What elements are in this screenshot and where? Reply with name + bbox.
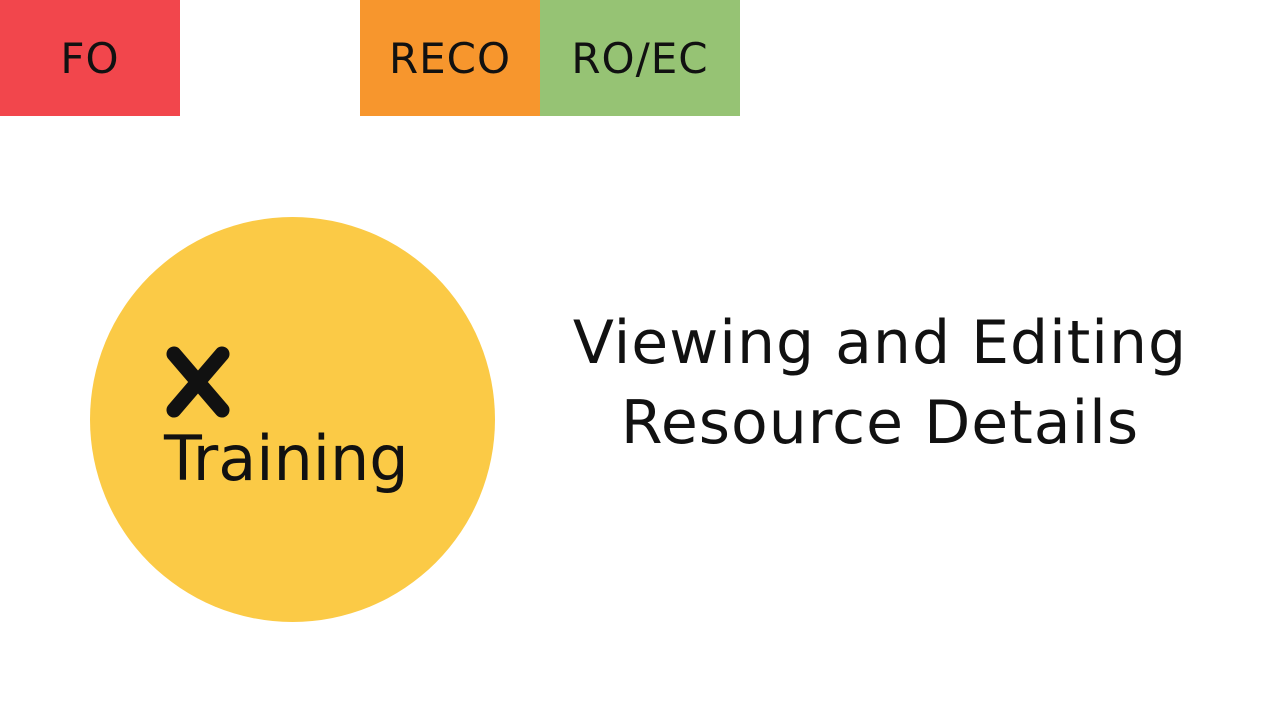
video-title-line-1: Viewing and Editing [572, 308, 1188, 378]
role-tag-roec-label: RO/EC [571, 33, 709, 83]
role-tag-reco: RECO [360, 0, 540, 116]
training-logo-circle [90, 217, 495, 622]
x-mark-icon [166, 346, 230, 418]
video-title: Viewing and Editing Resource Details [520, 303, 1240, 463]
training-logo-word: Training [164, 422, 409, 495]
role-tag-fo-label: FO [60, 33, 120, 83]
video-title-line-2: Resource Details [620, 388, 1140, 458]
role-tag-roec: RO/EC [540, 0, 740, 116]
role-tag-fo: FO [0, 0, 180, 116]
role-tag-reco-label: RECO [388, 33, 512, 83]
